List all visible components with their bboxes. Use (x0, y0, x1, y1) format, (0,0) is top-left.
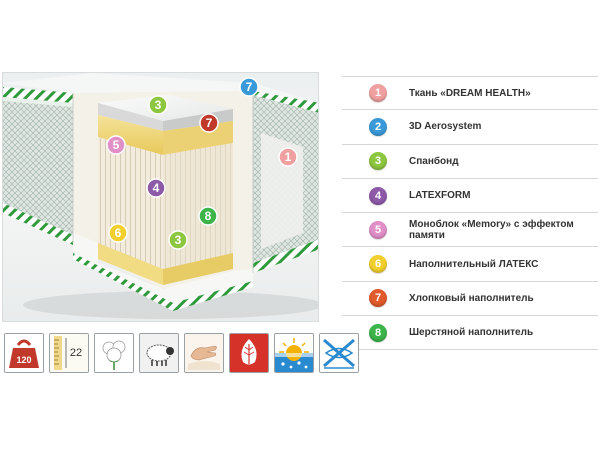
feature-icons-row: 120 22 (4, 333, 364, 373)
badge-5: 5 (106, 135, 126, 155)
legend-number-badge: 8 (369, 323, 387, 342)
legend-item: 8 Шерстяной наполнитель (342, 316, 598, 351)
svg-text:6: 6 (115, 226, 122, 240)
badge-3-top: 3 (148, 95, 168, 115)
legend-item: 6 Наполнительный ЛАТЕКС (342, 247, 598, 282)
legend-number-badge: 3 (369, 152, 387, 171)
max-load-weight-icon: 120 (4, 333, 44, 373)
legend-label: Ткань «DREAM HEALTH» (409, 87, 531, 99)
legend-item: 1 Ткань «DREAM HEALTH» (342, 76, 598, 111)
svg-text:22: 22 (70, 347, 82, 359)
badge-7: 7 (199, 113, 219, 133)
legend-label: Спанбонд (409, 155, 459, 167)
svg-text:1: 1 (285, 150, 292, 164)
legend-item: 5 Моноблок «Memory» с эффектом памяти (342, 213, 598, 248)
badge-2: 7 (239, 77, 259, 97)
legend-number-badge: 1 (369, 84, 387, 103)
memory-foam-hand-icon (184, 333, 224, 373)
mattress-cutaway-illustration: 7 3 7 5 1 4 8 6 (2, 72, 319, 322)
svg-text:5: 5 (113, 138, 120, 152)
cotton-icon (94, 333, 134, 373)
legend-number-badge: 4 (369, 186, 387, 205)
legend-number-badge: 6 (369, 255, 387, 274)
svg-text:3: 3 (155, 98, 162, 112)
svg-text:7: 7 (246, 80, 253, 94)
legend-label: Моноблок «Memory» с эффектом памяти (409, 218, 574, 241)
layer-legend-list: 1 Ткань «DREAM HEALTH» 2 3D Aerosystem 3… (342, 76, 598, 351)
height-ruler-icon: 22 (49, 333, 89, 373)
svg-text:4: 4 (153, 181, 160, 195)
svg-text:8: 8 (205, 209, 212, 223)
legend-number-badge: 7 (369, 289, 387, 308)
latex-leaf-icon (229, 333, 269, 373)
svg-text:3: 3 (175, 233, 182, 247)
legend-number-badge: 5 (369, 220, 387, 239)
mattress-cutaway-drawing: 7 3 7 5 1 4 8 6 (3, 73, 318, 319)
legend-item: 7 Хлопковый наполнитель (342, 282, 598, 317)
legend-item: 2 3D Aerosystem (342, 110, 598, 145)
legend-label: LATEXFORM (409, 190, 471, 202)
legend-label: Наполнительный ЛАТЕКС (409, 258, 539, 270)
legend-label: Шерстяной наполнитель (409, 327, 534, 339)
legend-item: 3 Спанбонд (342, 145, 598, 179)
legend-item: 4 LATEXFORM (342, 179, 598, 214)
badge-1: 1 (278, 147, 298, 167)
badge-3-bottom: 3 (168, 230, 188, 250)
3d-aerosystem-icon (319, 333, 359, 373)
legend-label: Хлопковый наполнитель (409, 292, 534, 304)
svg-text:120: 120 (16, 355, 31, 365)
legend-number-badge: 2 (369, 117, 387, 136)
wool-sheep-icon (139, 333, 179, 373)
badge-4: 4 (146, 178, 166, 198)
summer-winter-icon (274, 333, 314, 373)
badge-8: 8 (198, 206, 218, 226)
badge-6: 6 (108, 223, 128, 243)
legend-label: 3D Aerosystem (409, 121, 482, 133)
svg-text:7: 7 (206, 116, 213, 130)
